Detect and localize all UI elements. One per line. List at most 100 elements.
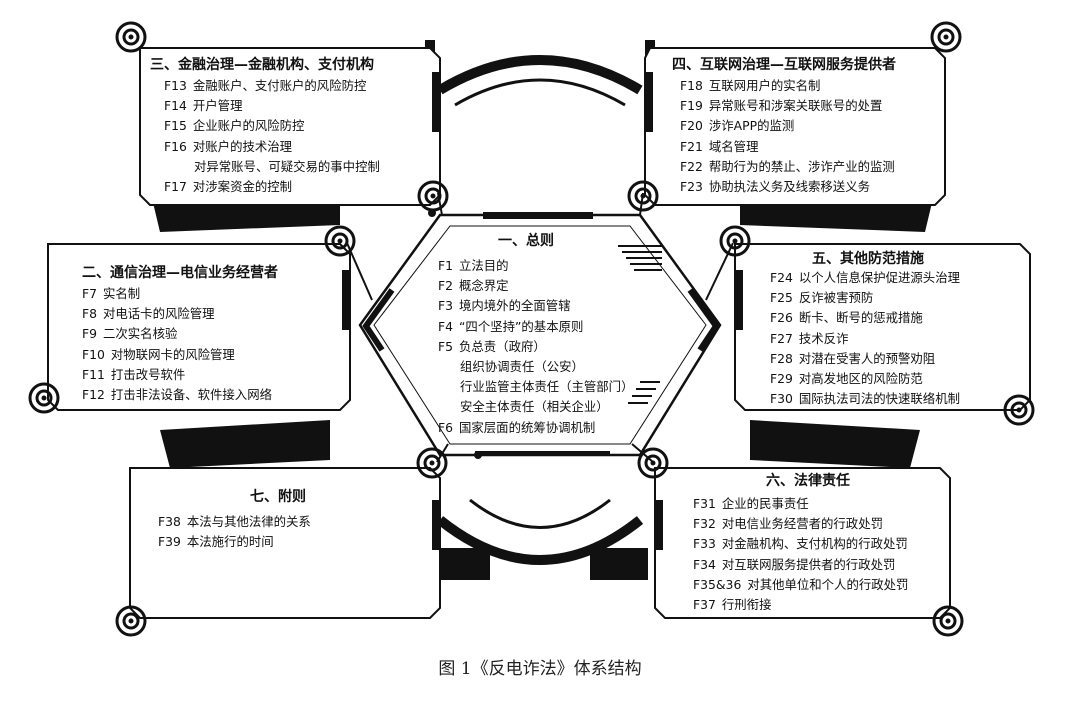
article-text: 对互联网服务提供者的行政处罚	[722, 557, 895, 572]
article-text: 对物联网卡的风险管理	[111, 347, 235, 362]
list-item: F27 技术反诈	[770, 329, 960, 349]
article-code: F25	[770, 290, 793, 305]
list-item: F12打击非法设备、软件接入网络	[82, 385, 272, 405]
article-code: F33	[693, 536, 716, 551]
article-text: 对高发地区的风险防范	[799, 371, 923, 386]
list-item: F17 对涉案资金的控制	[164, 177, 380, 197]
article-code: F7	[82, 286, 97, 301]
supp-edge-bar	[432, 500, 440, 550]
box-title-other: 五、其他防范措施	[812, 248, 924, 268]
article-code: F15	[164, 118, 187, 133]
list-item: F32对电信业务经营者的行政处罚	[693, 514, 908, 534]
article-text: 对异常账号、可疑交易的事中控制	[194, 159, 380, 174]
list-item: F3 境内境外的全面管辖	[438, 296, 633, 316]
article-text: 互联网用户的实名制	[709, 78, 821, 93]
list-item: F31 企业的民事责任	[693, 494, 908, 514]
article-text: 域名管理	[709, 139, 759, 154]
article-text: 打击改号软件	[111, 367, 185, 382]
list-item: F8 对电话卡的风险管理	[82, 304, 272, 324]
article-text: 对金融机构、支付机构的行政处罚	[722, 536, 908, 551]
article-text: 企业的民事责任	[722, 496, 809, 511]
list-item: F6国家层面的统筹协调机制	[438, 418, 633, 438]
target-icon-internet-top	[932, 23, 960, 51]
article-code: F23	[680, 179, 703, 194]
article-text: 异常账号和涉案关联账号的处置	[709, 98, 882, 113]
bottom-arc-inner	[470, 500, 610, 528]
article-code: F24	[770, 270, 793, 285]
article-code: F16	[164, 139, 187, 154]
article-text: 以个人信息保护促进源头治理	[799, 270, 960, 285]
right-sweep-bottom	[750, 420, 920, 468]
box-title-finance: 三、金融治理—金融机构、支付机构	[150, 54, 374, 74]
article-text: 国际执法司法的快速联络机制	[799, 391, 960, 406]
article-code: F12	[82, 387, 105, 402]
list-item: F4“四个坚持”的基本原则	[438, 317, 633, 337]
list-item: F35&36对其他单位和个人的行政处罚	[693, 575, 908, 595]
article-text: 本法施行的时间	[187, 534, 274, 549]
list-item: F24 以个人信息保护促进源头治理	[770, 268, 960, 288]
top-arc	[440, 60, 640, 90]
article-code: F4	[438, 319, 453, 334]
article-code: F26	[770, 310, 793, 325]
connector-other	[706, 243, 733, 300]
article-code: F31	[693, 496, 716, 511]
article-text: 概念界定	[459, 278, 509, 293]
article-code: F28	[770, 351, 793, 366]
list-item: 安全主体责任（相关企业）	[438, 397, 633, 417]
article-code: F3	[438, 298, 453, 313]
article-code: F9	[82, 326, 97, 341]
article-code: F34	[693, 557, 716, 572]
article-text: 对账户的技术治理	[193, 139, 292, 154]
article-text: 行刑衔接	[722, 597, 772, 612]
article-text: 组织协调责任（公安）	[460, 359, 584, 374]
box-items-liability: F31 企业的民事责任 F32对电信业务经营者的行政处罚 F33 对金融机构、支付机构的…	[693, 494, 908, 615]
bottom-bar-right	[590, 548, 648, 580]
figure-caption: 图 1《反电诈法》体系结构	[0, 654, 1080, 679]
list-item: F16 对账户的技术治理	[164, 137, 380, 157]
hex-dot-bottom	[474, 451, 482, 459]
list-item: F29 对高发地区的风险防范	[770, 369, 960, 389]
left-sweep-bottom	[160, 420, 330, 468]
article-code: F39	[158, 534, 181, 549]
list-item: F18 互联网用户的实名制	[680, 76, 895, 96]
target-icon-supp-bottom	[117, 607, 145, 635]
box-items-supplementary: F38本法与其他法律的关系F39本法施行的时间	[158, 512, 311, 552]
list-item: 行业监管主体责任（主管部门）	[438, 377, 633, 397]
article-text: 安全主体责任（相关企业）	[460, 399, 609, 414]
article-text: 境内境外的全面管辖	[459, 298, 571, 313]
list-item: 组织协调责任（公安）	[438, 357, 633, 377]
article-text: 涉诈APP的监测	[709, 118, 794, 133]
article-code: F18	[680, 78, 703, 93]
article-code: F21	[680, 139, 703, 154]
article-code: F13	[164, 78, 187, 93]
article-code: F27	[770, 331, 793, 346]
article-code: F8	[82, 306, 97, 321]
article-code: F19	[680, 98, 703, 113]
article-text: 对涉案资金的控制	[193, 179, 292, 194]
article-code: F29	[770, 371, 793, 386]
article-text: 对电话卡的风险管理	[103, 306, 215, 321]
article-text: 对电信业务经营者的行政处罚	[722, 516, 883, 531]
list-item: F19 异常账号和涉案关联账号的处置	[680, 96, 895, 116]
article-text: 断卡、断号的惩戒措施	[799, 310, 923, 325]
article-text: 金融账户、支付账户的风险防控	[193, 78, 366, 93]
article-code: F17	[164, 179, 187, 194]
list-item: F13 金融账户、支付账户的风险防控	[164, 76, 380, 96]
article-text: 技术反诈	[799, 331, 849, 346]
article-text: 协助执法义务及线索移送义务	[709, 179, 870, 194]
list-item: F26 断卡、断号的惩戒措施	[770, 308, 960, 328]
